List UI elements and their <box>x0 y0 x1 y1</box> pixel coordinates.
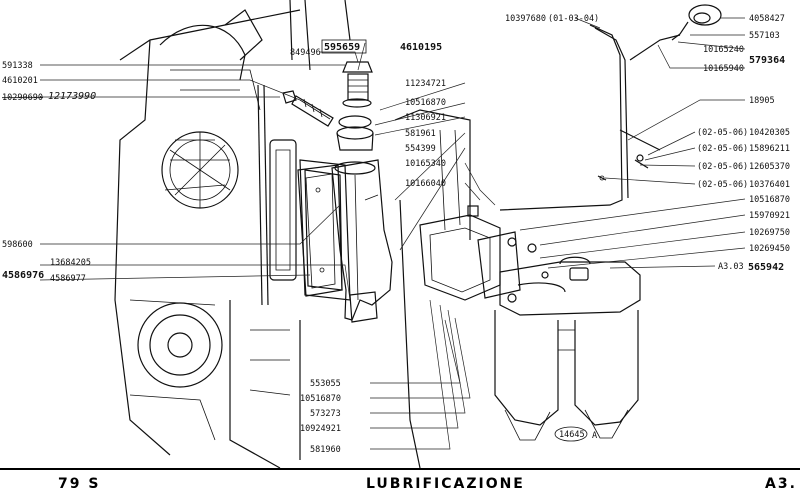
label-10376401: 10376401 <box>749 180 790 190</box>
label-591338: 591338 <box>2 61 33 71</box>
label-18905: 18905 <box>749 96 775 106</box>
label-849496: 849496 <box>290 48 321 58</box>
footer-section-title: LUBRIFICAZIONE <box>366 476 525 492</box>
label-10397680: 10397680 <box>505 14 546 24</box>
label-15896211: 15896211 <box>749 144 790 154</box>
label-565942: 565942 <box>748 262 784 273</box>
label-ref-a303: A3.03 <box>718 262 744 272</box>
label-10269450: 10269450 <box>749 244 790 254</box>
label-note-2: (02-05-06) <box>697 144 748 154</box>
leader-lines <box>39 17 746 450</box>
label-10420305: 10420305 <box>749 128 790 138</box>
label-4610201: 4610201 <box>2 76 38 86</box>
gasket-drawing <box>297 164 343 297</box>
label-10516870-c: 10516870 <box>749 195 790 205</box>
part-labels: 591338 4610201 10290690 12173990 849496 … <box>2 39 446 455</box>
label-557103: 557103 <box>749 31 780 41</box>
oil-filter-drawing <box>419 214 641 441</box>
label-note-1: (02-05-06) <box>697 128 748 138</box>
label-598600: 598600 <box>2 240 33 250</box>
pressure-pipe-drawing <box>467 4 722 217</box>
label-10397680-note: (01-03-04) <box>548 14 599 24</box>
part-labels-right: 10397680 (01-03-04) 4058427 557103 10165… <box>505 14 790 442</box>
label-4058427: 4058427 <box>749 14 785 24</box>
label-10290690: 10290690 <box>2 93 43 103</box>
label-581961: 581961 <box>405 129 436 139</box>
label-11306921: 11306921 <box>405 113 446 123</box>
drawing-number: 14645 <box>559 430 585 440</box>
label-note-4: (02-05-06) <box>697 180 748 190</box>
label-12605370: 12605370 <box>749 162 790 172</box>
label-10516870-a: 10516870 <box>405 98 446 108</box>
label-10516870-b: 10516870 <box>300 394 341 404</box>
label-4586977: 4586977 <box>50 274 86 284</box>
label-553055: 553055 <box>310 379 341 389</box>
filler-assembly-drawing <box>282 61 393 323</box>
label-10165940: 10165940 <box>703 64 744 74</box>
label-579364: 579364 <box>749 55 785 66</box>
label-581960: 581960 <box>310 445 341 455</box>
label-11234721: 11234721 <box>405 79 446 89</box>
footer-model: 79 S <box>58 476 101 492</box>
label-15970921: 15970921 <box>749 211 790 221</box>
label-10165340: 10165340 <box>405 159 446 169</box>
label-10166040: 10166040 <box>405 179 446 189</box>
label-12173990-handwritten: 12173990 <box>48 91 96 102</box>
label-4586976: 4586976 <box>2 270 44 281</box>
label-10269750: 10269750 <box>749 228 790 238</box>
label-13684205: 13684205 <box>50 258 91 268</box>
footer-page-ref: A3. <box>765 476 797 492</box>
label-10165240: 10165240 <box>703 45 744 55</box>
label-595659: 595659 <box>324 42 360 53</box>
label-573273: 573273 <box>310 409 341 419</box>
label-10924921: 10924921 <box>300 424 341 434</box>
drawing-suffix: A <box>592 431 597 441</box>
label-4610195: 4610195 <box>400 42 442 53</box>
label-note-3: (02-05-06) <box>697 162 748 172</box>
title-block: 79 S LUBRIFICAZIONE A3. <box>0 468 800 497</box>
label-554399: 554399 <box>405 144 436 154</box>
